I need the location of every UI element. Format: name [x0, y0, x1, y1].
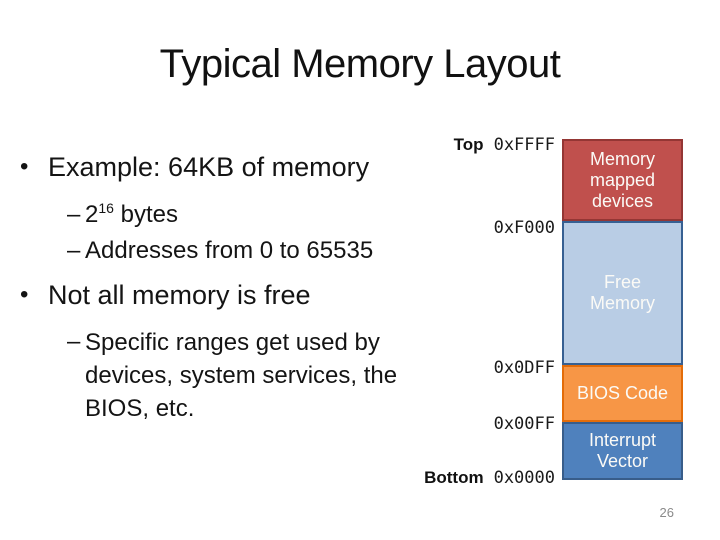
region-label: BIOS Code: [576, 383, 669, 403]
region-label: Memory mapped devices: [589, 148, 656, 211]
address-row-0dff: 0x0DFF: [494, 357, 555, 379]
address-row-00ff: 0x00FF: [494, 413, 555, 435]
exponent-16: 16: [98, 200, 114, 216]
sub-bullet-line: BIOS, etc.: [85, 395, 195, 422]
address-0xF000: 0xF000: [493, 218, 555, 238]
address-0xFFFF: 0xFFFF: [493, 135, 555, 155]
dash-icon: –: [67, 328, 81, 355]
bullet-icon: •: [20, 153, 29, 180]
address-row-top: Top 0xFFFF: [454, 134, 555, 156]
page-number: 26: [659, 505, 674, 520]
sub-bullet-addresses: Addresses from 0 to 65535: [85, 237, 374, 264]
top-label: Top: [453, 135, 484, 154]
address-0x0000: 0x0000: [493, 468, 555, 488]
dash-icon: –: [67, 201, 81, 228]
region-label: Interrupt Vector: [588, 430, 657, 471]
memory-region-bios-code: BIOS Code: [562, 365, 683, 422]
slide-title: Typical Memory Layout: [159, 42, 561, 86]
memory-region-free-memory: Free Memory: [562, 221, 683, 365]
address-0x00FF: 0x00FF: [493, 414, 555, 434]
bullet-icon: •: [20, 281, 29, 308]
base-2: 2: [85, 201, 99, 228]
memory-region-mapped-devices: Memory mapped devices: [562, 139, 683, 221]
address-row-f000: 0xF000: [494, 217, 555, 239]
bytes-text: bytes: [113, 201, 178, 228]
sub-bullet-line: Specific ranges get used by: [85, 329, 380, 356]
address-row-bottom: Bottom 0x0000: [424, 467, 555, 489]
region-label: Free Memory: [589, 272, 655, 313]
bottom-label: Bottom: [424, 468, 484, 487]
bullet-example-memory: Example: 64KB of memory: [48, 152, 370, 182]
address-0x0DFF: 0x0DFF: [493, 358, 555, 378]
sub-bullet-2-16-bytes: 216 bytes: [85, 200, 178, 232]
memory-region-interrupt-vector: Interrupt Vector: [562, 422, 683, 480]
sub-bullet-specific-ranges: Specific ranges get used by devices, sys…: [85, 326, 397, 425]
dash-icon: –: [67, 237, 81, 264]
sub-bullet-line: devices, system services, the: [85, 362, 398, 389]
bullet-not-all-free: Not all memory is free: [48, 280, 311, 310]
